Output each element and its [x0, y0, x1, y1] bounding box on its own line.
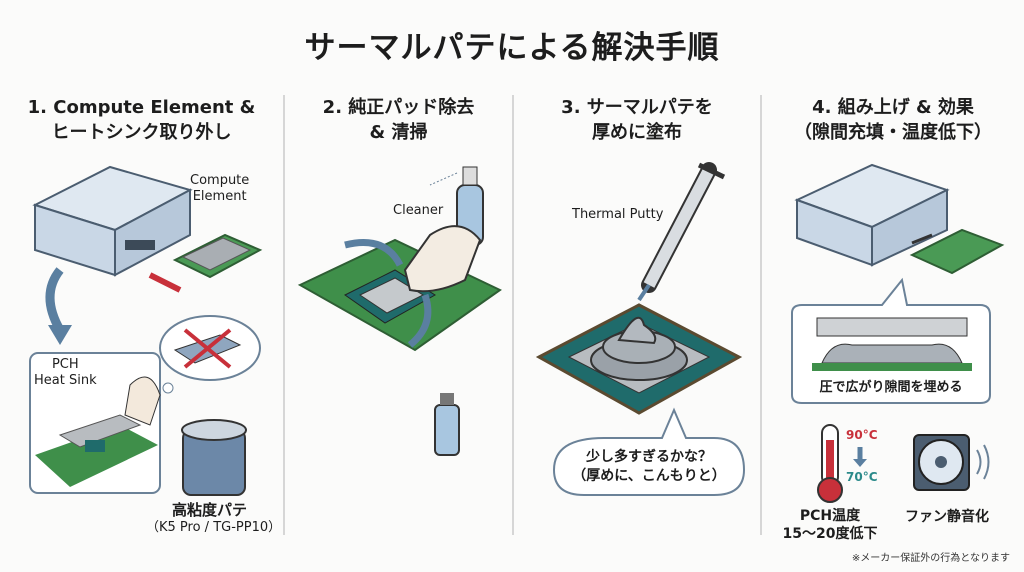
speech-bubble-text: 少し多すぎるかな？ （厚めに、こんもりと） — [554, 448, 744, 486]
step-1-panel: 1. Compute Element & ヒートシンク取り外し — [0, 95, 283, 555]
step-1-heading: 1. Compute Element & ヒートシンク取り外し — [0, 95, 283, 145]
wipe-arrow-icon — [344, 239, 404, 267]
thermal-putty-label: Thermal Putty — [572, 207, 664, 222]
heading-line: 1. Compute Element & — [27, 97, 256, 118]
step-3-illustration — [535, 162, 746, 496]
label-text: PCH — [51, 357, 79, 372]
fan-icon — [913, 434, 990, 491]
temp-low: 70°C — [846, 470, 878, 484]
divider — [283, 95, 285, 535]
wipe-arrow-icon — [407, 293, 432, 348]
divider — [512, 95, 514, 535]
small-bottle-icon — [434, 393, 460, 456]
thermal-putty-blob-icon — [590, 316, 688, 381]
step-4-heading: 4. 組み上げ & 効果 （隙間充填・温度低下） — [762, 95, 1024, 145]
heading-line: 2. 純正パッド除去 — [322, 97, 475, 118]
compute-element-card-icon — [172, 233, 263, 279]
step-2-panel: 2. 純正パッド除去 & 清掃 Cleaner — [285, 95, 512, 555]
heading-line: （隙間充填・温度低下） — [794, 122, 992, 143]
caption-line: 15〜20度低下 — [782, 526, 878, 542]
heading-line: 4. 組み上げ & 効果 — [812, 97, 974, 118]
step-1-illustration — [29, 165, 263, 496]
putty-models-label: （K5 Pro / TG-PP10） — [146, 520, 282, 535]
fan-caption: ファン静音化 — [905, 509, 989, 525]
divider — [760, 95, 762, 535]
syringe-icon — [637, 162, 726, 302]
heading-line: & 清掃 — [369, 122, 428, 143]
heading-line: ヒートシンク取り外し — [51, 122, 232, 143]
label-text: Element — [192, 189, 247, 204]
heading-line: 厚めに塗布 — [592, 122, 682, 143]
step-4-illustration — [791, 163, 1005, 503]
step-2-heading: 2. 純正パッド除去 & 清掃 — [285, 95, 512, 145]
step-4-panel: 4. 組み上げ & 効果 （隙間充填・温度低下） 圧で広が — [762, 95, 1024, 555]
hand-icon — [124, 376, 161, 426]
step-2-illustration — [297, 166, 502, 456]
pch-temp-caption: PCH温度 15〜20度低下 — [780, 507, 880, 543]
putty-jar-icon — [181, 419, 247, 496]
putty-name-label: 高粘度パテ — [172, 501, 248, 519]
compute-element-card-icon — [909, 228, 1005, 275]
page-title: サーマルパテによる解決手順 — [304, 30, 720, 66]
thought-bubble-icon — [159, 315, 261, 394]
hand-with-cloth-icon — [403, 225, 482, 293]
heading-line: 3. サーマルパテを — [561, 97, 713, 118]
mini-pc-icon — [794, 163, 950, 267]
fill-caption: 圧で広がり隙間を埋める — [819, 380, 963, 395]
cross-section-callout — [791, 277, 991, 404]
cleaner-label: Cleaner — [393, 203, 444, 218]
label-text: Heat Sink — [34, 373, 97, 388]
heatsink-cross-section-icon — [812, 317, 972, 371]
label-text: Compute — [190, 173, 250, 188]
bubble-line: （厚めに、こんもりと） — [572, 468, 726, 484]
step-3-panel: 3. サーマルパテを 厚めに塗布 Thermal Putty 少し多すぎるかな？… — [514, 95, 760, 555]
temp-high: 90°C — [846, 428, 878, 442]
insert-arrow-icon — [148, 272, 182, 293]
mini-pc-icon — [32, 165, 193, 277]
step-3-heading: 3. サーマルパテを 厚めに塗布 — [514, 95, 760, 145]
thermometer-icon — [817, 424, 843, 503]
speech-bubble — [552, 407, 746, 496]
bubble-line: 少し多すぎるかな？ — [586, 449, 712, 465]
insert-arrow-icon — [911, 233, 933, 245]
footnote: ※メーカー保証外の行為となります — [851, 553, 1010, 564]
caption-line: PCH温度 — [799, 508, 861, 524]
down-arrow-icon — [45, 267, 64, 333]
